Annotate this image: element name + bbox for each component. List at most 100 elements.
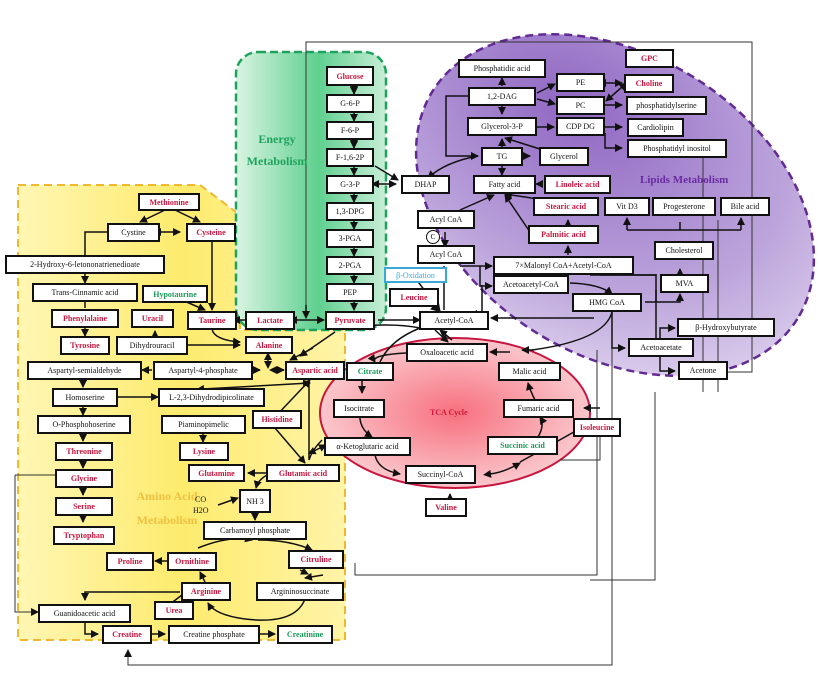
node-aspartyl-4-phosphate: Aspartyl-4-phosphate	[153, 361, 253, 380]
node-aspartyl-semialdehyde: Aspartyl-semialdehyde	[27, 361, 142, 380]
node-12-dag: 1,2-DAG	[468, 87, 536, 106]
node-glutamic-acid: Glutamic acid	[266, 464, 340, 482]
node-palmitic-acid: Palmitic acid	[528, 225, 599, 244]
node-glutamine: Glutamine	[188, 464, 245, 482]
node-fatty-acid: Fatty acid	[473, 175, 536, 194]
node-o-phosphohoserine: O-Phosphohoserine	[37, 415, 131, 434]
node-13dpg: 1,3-DPG	[326, 202, 374, 221]
node-malonyl-coa: 7×Malonyl CoA+Acetyl-CoA	[493, 256, 634, 275]
node-nh3: NH 3	[239, 489, 271, 513]
node-3pga: 3-PGA	[326, 229, 374, 248]
node-methionine: Methionine	[138, 193, 200, 211]
node-dihydrouracil: Dihydrouracil	[116, 336, 188, 355]
node-pyruvate: Pyruvate	[325, 311, 375, 330]
node-aspartic-acid: Aspartic acid	[285, 361, 345, 380]
node-pep: PEP	[326, 283, 374, 302]
node-cystine: Cystine	[107, 223, 160, 242]
carnitine-marker: C	[426, 230, 440, 244]
node-arginine: Arginine	[181, 582, 231, 601]
node-acyl-coa-2: Acyl CoA	[417, 245, 475, 264]
node-leucine: Leucine	[389, 288, 439, 307]
node-bile-acid: Bile acid	[720, 197, 770, 216]
node-creatine-phosphate: Creatine phosphate	[168, 625, 260, 644]
h2o-label: H2O	[193, 506, 209, 515]
amino-label-line2: Metabolism	[136, 513, 198, 527]
node-alanine: Alanine	[245, 336, 293, 354]
amino-acid-metabolism-label: Amino Acid Metabolism	[122, 484, 212, 532]
node-acetyl-coa: Acetyl-CoA	[419, 311, 489, 330]
node-glycerol-3-p: Glycerol-3-P	[467, 117, 537, 136]
node-g3p: G-3-P	[326, 175, 374, 194]
node-dhap: DHAP	[401, 175, 450, 194]
node-citrate: Citrate	[346, 362, 394, 381]
node-isoleucine: Isoleucine	[573, 418, 621, 437]
node-creatine: Creatine	[102, 625, 152, 644]
node-threonine: Threonine	[55, 442, 113, 461]
node-lactate: Lactate	[245, 311, 295, 330]
node-malic-acid: Malic acid	[498, 362, 561, 381]
node-lysine: Lysine	[179, 442, 229, 461]
node-proline: Proline	[106, 552, 154, 571]
node-acyl-coa-1: Acyl CoA	[417, 210, 475, 229]
node-glucose: Glucose	[326, 66, 374, 86]
node-cholesterol: Cholesterol	[654, 241, 714, 260]
node-ketoglutaric-acid: α-Ketoglutaric acid	[324, 437, 411, 456]
node-pc: PC	[556, 96, 605, 115]
node-carbamoyl-phosphate: Carbamoyl phosphate	[203, 521, 307, 540]
energy-metabolism-label: Energy Metabolism	[237, 128, 317, 172]
node-mva: MVA	[660, 274, 709, 293]
node-pe: PE	[556, 73, 605, 92]
node-urea: Urea	[154, 601, 194, 620]
node-linoleic-acid: Linoleic acid	[544, 175, 611, 194]
node-valine: Valine	[425, 498, 467, 517]
node-stearic-acid: Stearic acid	[533, 197, 599, 216]
node-tyrosine: Tyrosine	[60, 336, 110, 355]
node-g6p: G-6-P	[326, 94, 374, 113]
node-glycerol: Glycerol	[539, 147, 589, 166]
node-acetoacetyl-coa: Acetoacetyl-CoA	[493, 275, 569, 294]
energy-label-line2: Metabolism	[246, 154, 308, 168]
node-creatinine: Creatinine	[277, 625, 333, 644]
node-f16p: F-1,6-2P	[326, 148, 374, 167]
node-succinyl-coa: Succinyl-CoA	[405, 465, 476, 484]
node-guanidoacetic-acid: Guanidoacetic acid	[38, 604, 131, 623]
node-oxaloacetic-acid: Oxaloacetic acid	[406, 343, 488, 362]
node-argininosuccinate: Argininosuccinate	[256, 582, 344, 601]
amino-label-line1: Amino Acid	[136, 489, 198, 503]
node-beta-hydroxybutyrate: β-Hydroxybutyrate	[677, 318, 775, 337]
energy-label-line1: Energy	[258, 132, 296, 146]
node-trans-cinnamic-acid: Trans-Cinnamic acid	[32, 283, 138, 302]
node-hmg-coa: HMG CoA	[572, 293, 642, 312]
node-f6p: F-6-P	[326, 121, 374, 140]
node-cdp-dg: CDP DG	[556, 117, 605, 136]
node-acetone: Acetone	[678, 361, 728, 380]
node-piaminopimelic: Piaminopimelic	[161, 415, 246, 434]
node-beta-oxidation: β-Oxidation	[384, 267, 447, 283]
node-acetoacetate: Acetoacetate	[628, 338, 694, 357]
node-succinic-acid: Succinic acid	[487, 436, 558, 455]
node-ornithine: Ornithine	[167, 552, 217, 571]
node-taurine: Taurine	[187, 311, 237, 330]
lipids-metabolism-label: Lipids Metabolism	[640, 174, 729, 186]
node-hypotaurine: Hypotaurine	[142, 285, 208, 303]
node-choline: Choline	[624, 74, 674, 93]
node-uracil: Uracil	[131, 309, 174, 328]
node-2pga: 2-PGA	[326, 256, 374, 275]
node-tryptophan: Tryptophan	[53, 526, 115, 545]
node-fumaric-acid: Fumaric acid	[503, 399, 574, 418]
node-vit-d3: Vit D3	[604, 197, 650, 216]
node-phenylalaine: Phenylalaine	[51, 309, 119, 328]
node-progesterone: Progesterone	[652, 197, 716, 216]
node-phosphatidylserine: phosphatidylserine	[626, 96, 707, 115]
node-phosphatidyl-inositol: Phosphatidyl inositol	[627, 139, 727, 158]
node-isocitrate: Isocitrate	[333, 399, 385, 418]
node-histidine: Histidine	[252, 410, 302, 429]
tca-cycle-label: TCA Cycle	[430, 408, 468, 417]
node-gpc: GPC	[625, 49, 674, 68]
node-tg: TG	[481, 147, 523, 166]
node-glycine: Glycine	[55, 469, 113, 488]
node-cysteine: Cysteine	[186, 223, 236, 242]
node-dihydrodipicolinate: L-2,3-Dihydrodipicolinate	[158, 388, 265, 407]
node-homoserine: Homoserine	[52, 388, 118, 407]
